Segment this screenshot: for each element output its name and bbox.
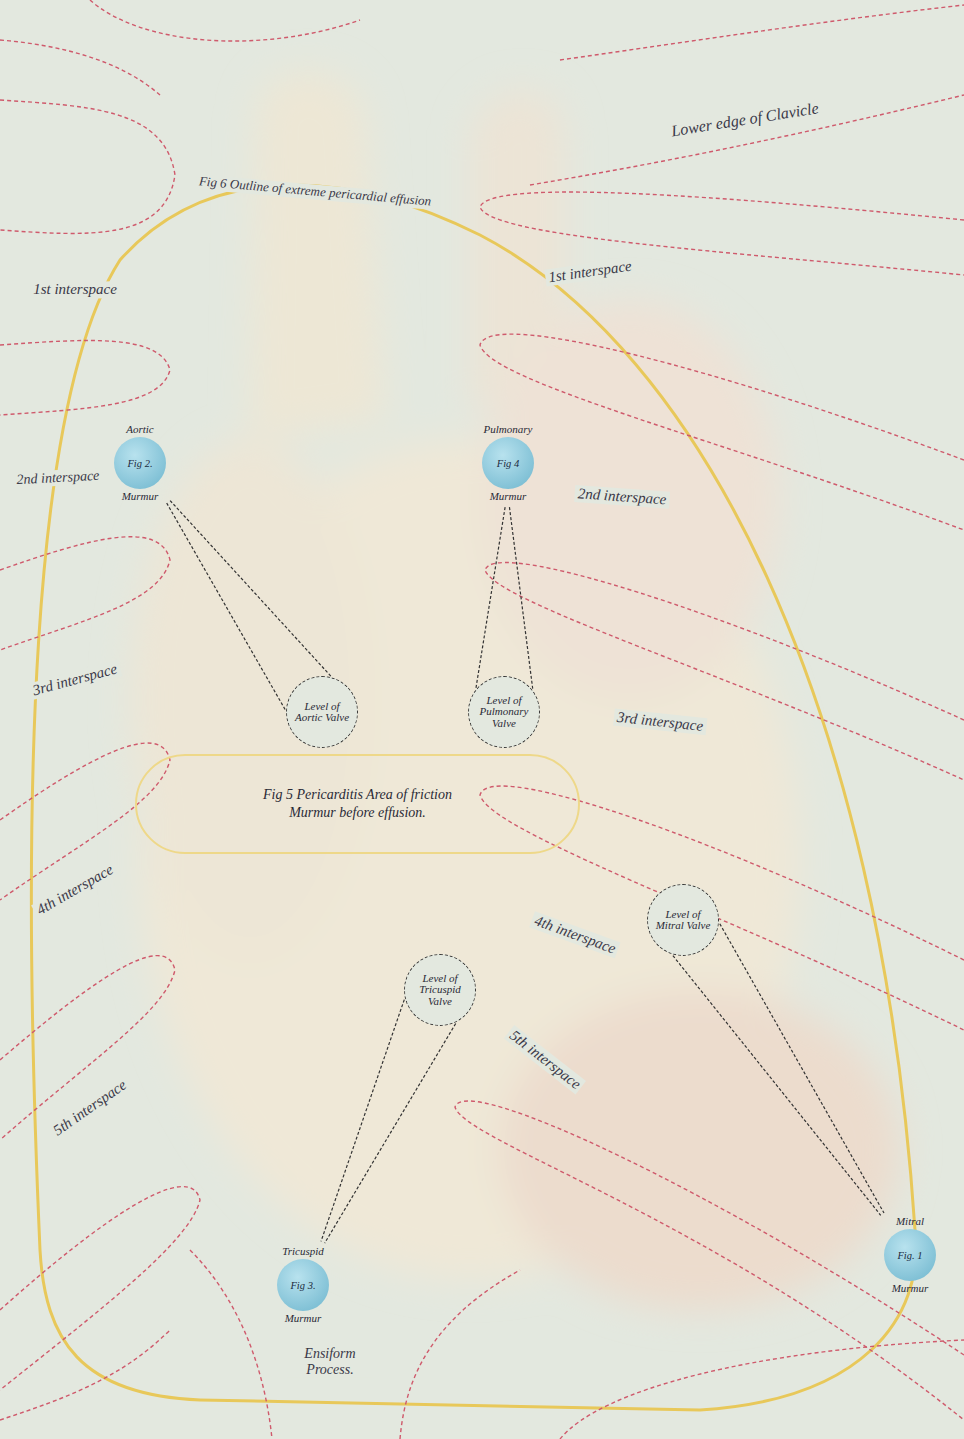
auscultation-point: TricuspidFig 3.Murmur <box>277 1245 329 1325</box>
printed-label: 3rd interspace <box>28 660 122 701</box>
friction-area-band: Fig 5 Pericarditis Area of friction Murm… <box>135 754 580 854</box>
murmur-label: Murmur <box>122 490 159 503</box>
murmur-label: Murmur <box>892 1282 929 1295</box>
printed-label: 2nd interspace <box>574 485 670 509</box>
leader-line <box>673 924 884 1216</box>
murmur-label: Murmur <box>490 490 527 503</box>
valve-level-circle: Level of Tricuspid Valve <box>404 954 476 1026</box>
band-label: Fig 5 Pericarditis Area of friction Murm… <box>258 786 458 822</box>
valve-label: Level of Tricuspid Valve <box>412 973 468 1008</box>
valve-label: Level of Aortic Valve <box>294 701 350 724</box>
valve-label: Level of Mitral Valve <box>655 909 711 932</box>
printed-label: 1st interspace <box>544 257 635 287</box>
murmur-circle: Fig 3. <box>277 1259 329 1311</box>
printed-label: 4th interspace <box>31 860 119 921</box>
murmur-circle: Fig. 1 <box>884 1229 936 1281</box>
valve-level-circle: Level of Aortic Valve <box>286 676 358 748</box>
leader-line <box>321 1000 456 1244</box>
auscultation-point: PulmonaryFig 4Murmur <box>482 423 534 503</box>
effusion-outline <box>31 185 916 1410</box>
printed-label: 4th interspace <box>529 911 621 958</box>
printed-label: 5th interspace <box>504 1025 587 1095</box>
printed-label: 3rd interspace <box>613 709 707 736</box>
murmur-label: Aortic <box>126 423 154 436</box>
valve-label: Level of Pulmonary Valve <box>476 695 532 730</box>
printed-label: Lower edge of Clavicle <box>667 99 823 141</box>
murmur-circle: Fig 2. <box>114 437 166 489</box>
printed-label: 5th interspace <box>48 1075 133 1142</box>
auscultation-point: AorticFig 2.Murmur <box>114 423 166 503</box>
printed-label: Ensiform Process. <box>287 1346 373 1378</box>
leader-line <box>476 506 533 689</box>
printed-label: 1st interspace <box>30 281 120 298</box>
murmur-label: Murmur <box>285 1312 322 1325</box>
auscultation-point: MitralFig. 1Murmur <box>884 1215 936 1295</box>
murmur-label: Tricuspid <box>282 1245 324 1258</box>
valve-level-circle: Level of Pulmonary Valve <box>468 676 540 748</box>
printed-label: Fig 6 Outline of extreme pericardial eff… <box>195 174 434 210</box>
leader-line <box>166 500 331 710</box>
printed-label: 2nd interspace <box>13 468 103 489</box>
valve-level-circle: Level of Mitral Valve <box>647 884 719 956</box>
murmur-label: Mitral <box>896 1215 924 1228</box>
murmur-label: Pulmonary <box>484 423 533 436</box>
murmur-circle: Fig 4 <box>482 437 534 489</box>
